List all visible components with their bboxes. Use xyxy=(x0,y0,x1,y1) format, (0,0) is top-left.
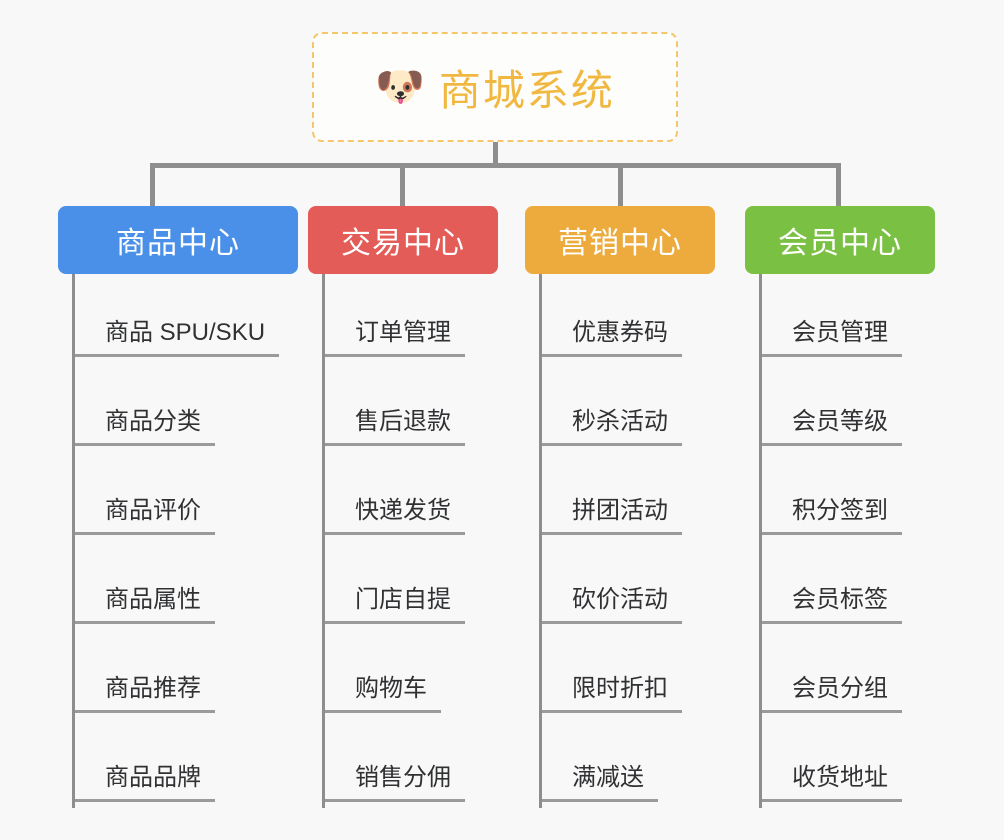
leaf-label: 商品分类 xyxy=(75,401,215,446)
leaf-label: 会员等级 xyxy=(762,401,902,446)
list-item[interactable]: 商品属性 xyxy=(75,541,298,630)
branch-member-center: 会员中心 会员管理 会员等级 积分签到 会员标签 会员分组 收货地址 xyxy=(745,206,935,808)
list-item[interactable]: 快递发货 xyxy=(325,452,498,541)
list-item[interactable]: 积分签到 xyxy=(762,452,935,541)
leaf-label: 商品推荐 xyxy=(75,668,215,713)
leaf-label: 会员管理 xyxy=(762,312,902,357)
leaf-label: 拼团活动 xyxy=(542,490,682,535)
category-label: 会员中心 xyxy=(778,227,902,260)
leaf-label: 会员分组 xyxy=(762,668,902,713)
list-item[interactable]: 商品评价 xyxy=(75,452,298,541)
leaf-label: 购物车 xyxy=(325,668,441,713)
category-header-product-center[interactable]: 商品中心 xyxy=(58,206,298,274)
leaf-label: 满减送 xyxy=(542,757,658,802)
leaf-list-marketing-center: 优惠券码 秒杀活动 拼团活动 砍价活动 限时折扣 满减送 xyxy=(539,274,715,808)
leaf-label: 订单管理 xyxy=(325,312,465,357)
connector-root-stem xyxy=(493,142,498,166)
list-item[interactable]: 会员标签 xyxy=(762,541,935,630)
list-item[interactable]: 满减送 xyxy=(542,719,715,808)
category-label: 交易中心 xyxy=(341,227,465,260)
list-item[interactable]: 秒杀活动 xyxy=(542,363,715,452)
leaf-label: 门店自提 xyxy=(325,579,465,624)
list-item[interactable]: 收货地址 xyxy=(762,719,935,808)
category-header-member-center[interactable]: 会员中心 xyxy=(745,206,935,274)
list-item[interactable]: 拼团活动 xyxy=(542,452,715,541)
root-node[interactable]: 🐶 商城系统 xyxy=(312,32,678,142)
category-label: 营销中心 xyxy=(558,227,682,260)
list-item[interactable]: 商品 SPU/SKU xyxy=(75,274,298,363)
leaf-list-member-center: 会员管理 会员等级 积分签到 会员标签 会员分组 收货地址 xyxy=(759,274,935,808)
list-item[interactable]: 商品分类 xyxy=(75,363,298,452)
list-item[interactable]: 会员分组 xyxy=(762,630,935,719)
branch-trade-center: 交易中心 订单管理 售后退款 快递发货 门店自提 购物车 销售分佣 xyxy=(308,206,498,808)
leaf-label: 快递发货 xyxy=(325,490,465,535)
branch-marketing-center: 营销中心 优惠券码 秒杀活动 拼团活动 砍价活动 限时折扣 满减送 xyxy=(525,206,715,808)
leaf-label: 商品评价 xyxy=(75,490,215,535)
connector-drop-3 xyxy=(618,163,623,208)
leaf-spine: 会员管理 会员等级 积分签到 会员标签 会员分组 收货地址 xyxy=(745,274,935,808)
leaf-label: 商品品牌 xyxy=(75,757,215,802)
list-item[interactable]: 商品品牌 xyxy=(75,719,298,808)
connector-drop-2 xyxy=(400,163,405,208)
leaf-label: 砍价活动 xyxy=(542,579,682,624)
leaf-label: 收货地址 xyxy=(762,757,902,802)
leaf-label: 秒杀活动 xyxy=(542,401,682,446)
leaf-label: 售后退款 xyxy=(325,401,465,446)
root-title: 商城系统 xyxy=(438,66,615,114)
list-item[interactable]: 销售分佣 xyxy=(325,719,498,808)
connector-drop-1 xyxy=(150,163,155,208)
leaf-label: 限时折扣 xyxy=(542,668,682,713)
list-item[interactable]: 订单管理 xyxy=(325,274,498,363)
list-item[interactable]: 门店自提 xyxy=(325,541,498,630)
connector-drop-4 xyxy=(836,163,841,208)
leaf-label: 商品 SPU/SKU xyxy=(75,312,280,357)
leaf-spine: 优惠券码 秒杀活动 拼团活动 砍价活动 限时折扣 满减送 xyxy=(525,274,715,808)
list-item[interactable]: 购物车 xyxy=(325,630,498,719)
leaf-label: 优惠券码 xyxy=(542,312,682,357)
list-item[interactable]: 会员等级 xyxy=(762,363,935,452)
leaf-label: 积分签到 xyxy=(762,490,902,535)
leaf-list-trade-center: 订单管理 售后退款 快递发货 门店自提 购物车 销售分佣 xyxy=(322,274,498,808)
leaf-label: 商品属性 xyxy=(75,579,215,624)
list-item[interactable]: 限时折扣 xyxy=(542,630,715,719)
leaf-spine: 订单管理 售后退款 快递发货 门店自提 购物车 销售分佣 xyxy=(308,274,498,808)
shiba-dog-icon: 🐶 xyxy=(375,65,425,109)
category-header-trade-center[interactable]: 交易中心 xyxy=(308,206,498,274)
category-header-marketing-center[interactable]: 营销中心 xyxy=(525,206,715,274)
branch-product-center: 商品中心 商品 SPU/SKU 商品分类 商品评价 商品属性 商品推荐 商品品牌 xyxy=(58,206,298,808)
leaf-label: 会员标签 xyxy=(762,579,902,624)
leaf-spine: 商品 SPU/SKU 商品分类 商品评价 商品属性 商品推荐 商品品牌 xyxy=(58,274,298,808)
leaf-list-product-center: 商品 SPU/SKU 商品分类 商品评价 商品属性 商品推荐 商品品牌 xyxy=(72,274,298,808)
list-item[interactable]: 砍价活动 xyxy=(542,541,715,630)
category-label: 商品中心 xyxy=(116,227,240,260)
list-item[interactable]: 会员管理 xyxy=(762,274,935,363)
connector-horizontal-bar xyxy=(150,163,838,168)
list-item[interactable]: 优惠券码 xyxy=(542,274,715,363)
list-item[interactable]: 商品推荐 xyxy=(75,630,298,719)
leaf-label: 销售分佣 xyxy=(325,757,465,802)
list-item[interactable]: 售后退款 xyxy=(325,363,498,452)
